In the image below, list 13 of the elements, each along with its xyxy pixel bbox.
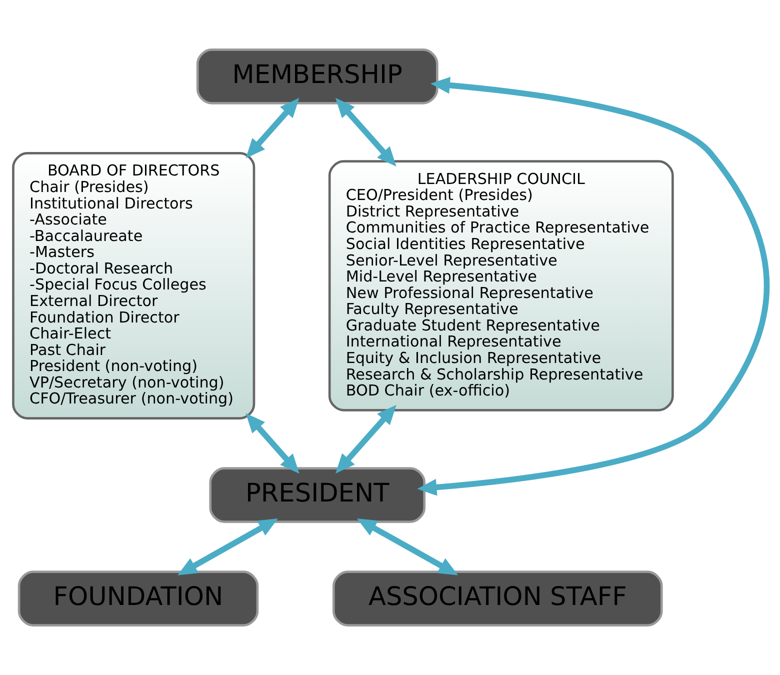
node-box: ASSOCIATION STAFF <box>332 570 663 627</box>
node-box: BOARD OF DIRECTORS Chair (Presides) Institutional Directors -Associate -Baccalaureate -Masters -Doctoral Research -Special Focus Colleges External Director Foundation Director Chair-Elect Past Chair President (non-voting) VP/Secretary (non-voting) CFO/Treasurer (non-voting) <box>12 152 256 420</box>
arrow <box>335 98 396 167</box>
node-box: FOUNDATION <box>18 570 259 627</box>
node-box: LEADERSHIP COUNCIL CEO/President (Presides) District Representative Communities of Practice Representative Social Identities Representative Senior-Level Representative Mid-Level Representative New Professional Representative Faculty Representative Graduate Student Representative International Representative Equity & Inclusion Representative Research & Scholarship Representative BOD Chair (ex-officio) <box>328 160 674 412</box>
arrow <box>417 76 770 496</box>
arrow <box>357 518 458 576</box>
arrow <box>246 98 300 158</box>
node-box: MEMBERSHIP <box>196 48 438 104</box>
arrow <box>178 518 278 576</box>
node-box: PRESIDENT <box>209 467 426 523</box>
arrow <box>336 404 396 474</box>
arrow <box>246 413 300 474</box>
